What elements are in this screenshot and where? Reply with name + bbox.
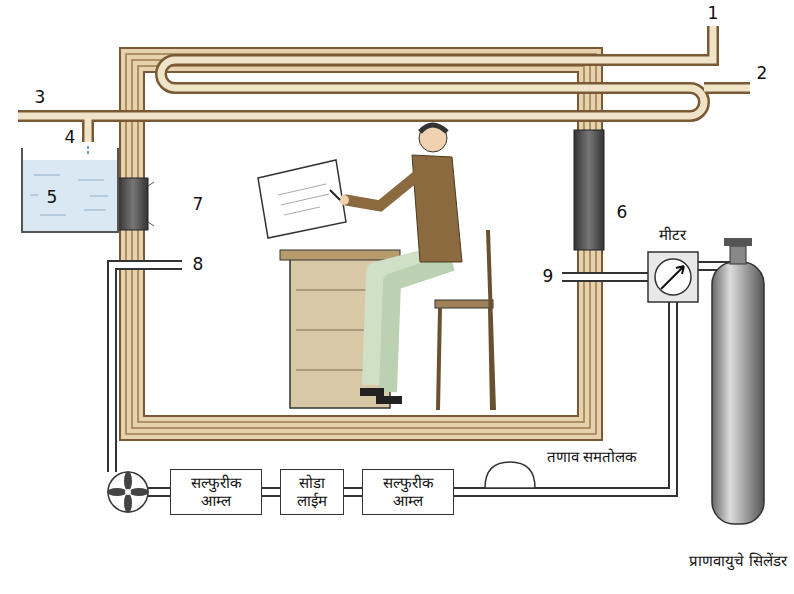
box-label: सल्फुरीक आम्ल bbox=[177, 474, 255, 510]
cooling-coil-part bbox=[18, 26, 750, 142]
part-label: प्राणवायुचे सिलेंडर bbox=[684, 553, 792, 570]
fan-part bbox=[124, 471, 132, 491]
man-at-desk-part bbox=[419, 124, 447, 152]
callout-number: 9 bbox=[541, 267, 556, 287]
fan-part bbox=[107, 488, 127, 496]
man-at-desk bbox=[258, 124, 494, 410]
chamber-wall bbox=[120, 48, 602, 440]
water-container-part bbox=[87, 146, 89, 154]
fan bbox=[107, 471, 149, 513]
box-label: सोडा लाईम bbox=[287, 474, 337, 510]
man-at-desk-part bbox=[420, 125, 447, 132]
tension-equalizer bbox=[485, 462, 535, 488]
callout-number: 8 bbox=[191, 255, 206, 275]
tube-connector bbox=[344, 487, 362, 497]
meter-part bbox=[661, 266, 684, 289]
water-container bbox=[22, 146, 118, 232]
reagent-box: सल्फुरीक आम्ल bbox=[170, 469, 262, 515]
reagent-box: सोडा लाईम bbox=[280, 469, 344, 515]
oxygen-cylinder-part bbox=[712, 262, 764, 524]
cooling-coil bbox=[18, 26, 750, 142]
meter bbox=[648, 252, 698, 302]
man-at-desk-part bbox=[435, 300, 493, 308]
chamber-wall-part bbox=[120, 48, 602, 440]
oxygen-cylinder-part bbox=[724, 238, 752, 246]
tube-connector bbox=[344, 492, 362, 493]
box-label: सल्फुरीक आम्ल bbox=[369, 474, 447, 510]
callout-number: 1 bbox=[706, 4, 721, 24]
meter-part bbox=[648, 252, 698, 302]
part-label: मीटर bbox=[657, 227, 688, 244]
window-6-part bbox=[574, 130, 604, 250]
tube-connector bbox=[262, 487, 280, 497]
reagent-box: सल्फुरीक आम्ल bbox=[362, 469, 454, 515]
man-at-desk-part bbox=[330, 190, 340, 200]
oxygen-cylinder-part bbox=[730, 246, 746, 264]
cooling-coil-part bbox=[18, 26, 750, 142]
man-at-desk-part bbox=[278, 184, 329, 215]
window-6 bbox=[574, 130, 604, 250]
water-container-part bbox=[23, 160, 117, 231]
water-container-part bbox=[30, 175, 108, 215]
air-tube-part bbox=[112, 246, 738, 492]
man-at-desk-part bbox=[280, 250, 400, 260]
fan-part bbox=[129, 488, 149, 496]
man-at-desk-part bbox=[339, 195, 349, 205]
oxygen-cylinder bbox=[712, 238, 764, 524]
window-7-part bbox=[118, 178, 148, 230]
air-tube bbox=[112, 246, 738, 492]
chamber-wall-part bbox=[144, 72, 578, 416]
callout-number: 6 bbox=[615, 203, 630, 223]
tension-equalizer-part bbox=[485, 462, 535, 488]
man-at-desk-part bbox=[258, 160, 346, 238]
man-at-desk-part bbox=[360, 392, 402, 400]
tube-inner bbox=[344, 489, 362, 495]
callout-number: 4 bbox=[63, 128, 78, 148]
fan-part bbox=[108, 472, 148, 512]
man-at-desk-part bbox=[388, 262, 452, 392]
tube-connector bbox=[262, 492, 280, 493]
callout-number: 7 bbox=[191, 195, 206, 215]
callout-number: 5 bbox=[45, 188, 60, 208]
fan-part bbox=[124, 493, 132, 513]
callout-number: 3 bbox=[33, 88, 48, 108]
man-at-desk-part bbox=[346, 170, 424, 206]
tube-inner bbox=[262, 489, 280, 495]
meter-part bbox=[655, 259, 691, 295]
callout-number: 2 bbox=[755, 64, 770, 84]
water-container-part bbox=[22, 148, 118, 232]
part-label: तणाव समतोलक bbox=[544, 449, 640, 466]
fan-part bbox=[125, 489, 131, 495]
air-tube-part bbox=[112, 246, 738, 492]
